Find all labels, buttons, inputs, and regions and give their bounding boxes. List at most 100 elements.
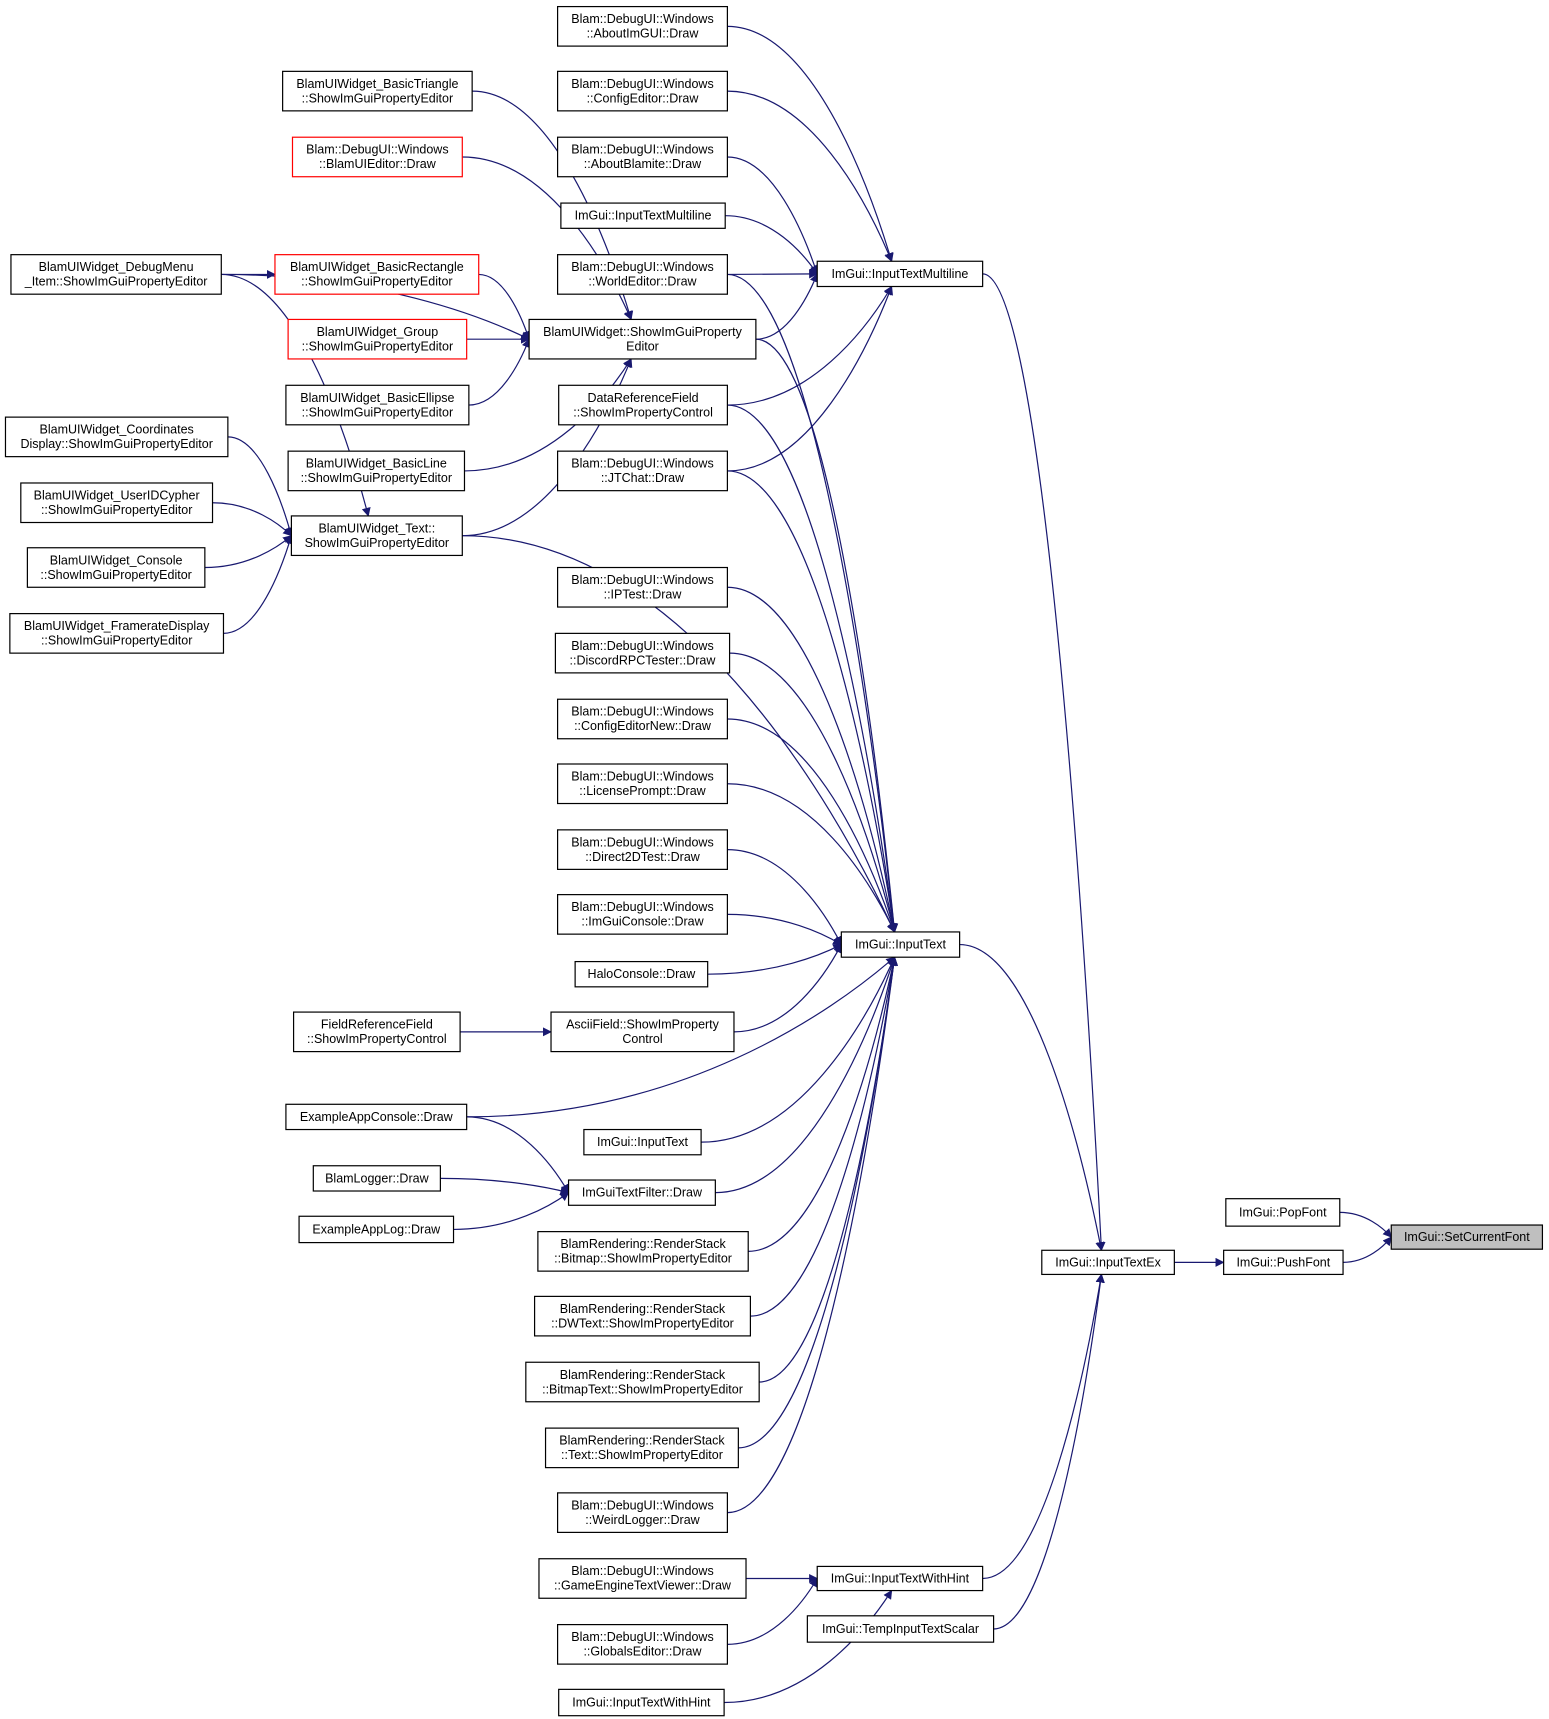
node-basicrectangle[interactable]: BlamUIWidget_BasicRectangle::ShowImGuiPr… bbox=[274, 254, 480, 295]
edge-popfont-to-setcurrentfont bbox=[1339, 1211, 1392, 1238]
node-iptest[interactable]: Blam::DebugUI::Windows::IPTest::Draw bbox=[556, 566, 728, 608]
node-label: BlamRendering::RenderStack bbox=[559, 1434, 725, 1448]
node-inputtext[interactable]: ImGui::InputText bbox=[840, 931, 961, 958]
node-label: BlamUIWidget_BasicRectangle bbox=[290, 260, 464, 274]
node-inputtextmultiline[interactable]: ImGui::InputTextMultiline bbox=[816, 260, 984, 288]
node-label: ImGuiTextFilter::Draw bbox=[582, 1186, 703, 1200]
edge-haloconsole-to-inputtext bbox=[707, 944, 843, 975]
node-tempinputtextscalar[interactable]: ImGui::TempInputTextScalar bbox=[806, 1615, 995, 1643]
node-exampleappconsole[interactable]: ExampleAppConsole::Draw bbox=[285, 1103, 468, 1131]
node-box bbox=[290, 515, 463, 557]
node-imguitextfilter[interactable]: ImGuiTextFilter::Draw bbox=[567, 1179, 716, 1206]
node-coordsdisplay[interactable]: BlamUIWidget_CoordinatesDisplay::ShowImG… bbox=[4, 416, 229, 458]
node-label: ImGui::InputTextMultiline bbox=[575, 209, 712, 223]
node-widgettext[interactable]: BlamUIWidget_Text::ShowImGuiPropertyEdit… bbox=[290, 515, 463, 557]
node-weirdlogger[interactable]: Blam::DebugUI::Windows::WeirdLogger::Dra… bbox=[556, 1492, 728, 1533]
edge-framerate-to-widgettext bbox=[223, 534, 294, 634]
node-label: BlamUIWidget_Console bbox=[50, 553, 183, 567]
node-configeditornew[interactable]: Blam::DebugUI::Windows::ConfigEditorNew:… bbox=[556, 698, 728, 740]
node-jtchat[interactable]: Blam::DebugUI::Windows::JTChat::Draw bbox=[556, 450, 728, 492]
node-box bbox=[558, 384, 728, 426]
edge-tempinputtextscalar-to-inputtextex bbox=[993, 1273, 1105, 1630]
node-label: BlamUIWidget_Text:: bbox=[318, 521, 435, 535]
edge-licenseprompt-to-inputtext bbox=[727, 783, 896, 933]
node-box bbox=[583, 1128, 702, 1156]
node-box bbox=[533, 1295, 751, 1337]
node-discordrpc[interactable]: Blam::DebugUI::Windows::DiscordRPCTester… bbox=[554, 632, 731, 674]
node-label: ImGui::InputTextWithHint bbox=[831, 1571, 970, 1585]
node-showimguiprop[interactable]: BlamUIWidget::ShowImGuiPropertyEditor bbox=[528, 318, 757, 360]
node-box bbox=[556, 136, 728, 178]
node-useridcypher[interactable]: BlamUIWidget_UserIDCypher::ShowImGuiProp… bbox=[20, 482, 214, 524]
node-rsbitmap[interactable]: BlamRendering::RenderStack::Bitmap::Show… bbox=[537, 1231, 749, 1272]
node-inputtextwithhint[interactable]: ImGui::InputTextWithHint bbox=[816, 1565, 984, 1592]
node-aboutblamite[interactable]: Blam::DebugUI::Windows::AboutBlamite::Dr… bbox=[556, 136, 728, 178]
node-rstext[interactable]: BlamRendering::RenderStack::Text::ShowIm… bbox=[544, 1427, 739, 1469]
node-label: BlamUIWidget_Coordinates bbox=[40, 423, 194, 437]
node-box bbox=[806, 1615, 995, 1643]
node-debugmenuitem[interactable]: BlamUIWidget_DebugMenu_Item::ShowImGuiPr… bbox=[10, 254, 222, 295]
node-inputtextmultiline2[interactable]: ImGui::InputTextMultiline bbox=[560, 202, 726, 229]
node-framerate[interactable]: BlamUIWidget_FramerateDisplay::ShowImGui… bbox=[9, 613, 225, 654]
node-aboutimgui[interactable]: Blam::DebugUI::Windows::AboutImGUI::Draw bbox=[556, 5, 728, 47]
node-box bbox=[556, 254, 728, 295]
node-label: BlamUIWidget_DebugMenu bbox=[39, 260, 194, 274]
node-label: ::Direct2DTest::Draw bbox=[585, 850, 701, 864]
node-imguiconsole[interactable]: Blam::DebugUI::Windows::ImGuiConsole::Dr… bbox=[556, 894, 728, 935]
node-licenseprompt[interactable]: Blam::DebugUI::Windows::LicensePrompt::D… bbox=[556, 763, 728, 805]
node-blamuieditor[interactable]: Blam::DebugUI::Windows::BlamUIEditor::Dr… bbox=[291, 136, 463, 178]
node-box bbox=[816, 260, 984, 288]
node-worldeditor[interactable]: Blam::DebugUI::Windows::WorldEditor::Dra… bbox=[556, 254, 728, 295]
edge-configeditor-to-inputtextmultiline bbox=[727, 90, 893, 263]
node-inputtext2[interactable]: ImGui::InputText bbox=[583, 1128, 702, 1156]
node-box bbox=[10, 254, 222, 295]
node-basicellipse[interactable]: BlamUIWidget_BasicEllipse::ShowImGuiProp… bbox=[285, 384, 470, 426]
node-fieldreffield[interactable]: FieldReferenceField::ShowImPropertyContr… bbox=[292, 1011, 461, 1053]
node-label: Blam::DebugUI::Windows bbox=[571, 639, 713, 653]
node-basictriangle[interactable]: BlamUIWidget_BasicTriangle::ShowImGuiPro… bbox=[282, 70, 473, 112]
node-pushfont[interactable]: ImGui::PushFont bbox=[1223, 1249, 1344, 1276]
node-blamlogger[interactable]: BlamLogger::Draw bbox=[312, 1165, 441, 1192]
node-popfont[interactable]: ImGui::PopFont bbox=[1225, 1198, 1341, 1227]
node-box bbox=[4, 416, 229, 458]
node-globalseditor[interactable]: Blam::DebugUI::Windows::GlobalsEditor::D… bbox=[556, 1623, 728, 1665]
node-exampleapplog[interactable]: ExampleAppLog::Draw bbox=[298, 1215, 455, 1244]
node-rsbitmaptext[interactable]: BlamRendering::RenderStack::BitmapText::… bbox=[525, 1361, 760, 1403]
node-gameenginetext[interactable]: Blam::DebugUI::Windows::GameEngineTextVi… bbox=[538, 1558, 747, 1599]
node-asciifield[interactable]: AsciiField::ShowImPropertyControl bbox=[550, 1011, 735, 1053]
edge-rsbitmaptext-to-inputtext bbox=[759, 956, 898, 1383]
node-box bbox=[537, 1231, 749, 1272]
node-group[interactable]: BlamUIWidget_Group::ShowImGuiPropertyEdi… bbox=[287, 318, 468, 360]
node-setcurrentfont[interactable]: ImGui::SetCurrentFont bbox=[1390, 1224, 1544, 1250]
node-label: Blam::DebugUI::Windows bbox=[571, 835, 713, 849]
node-label: ::DiscordRPCTester::Draw bbox=[570, 653, 717, 667]
node-label: ImGui::PopFont bbox=[1239, 1205, 1327, 1219]
edge-weirdlogger-to-inputtext bbox=[727, 956, 898, 1514]
edge-aboutimgui-to-inputtextmultiline bbox=[727, 25, 894, 263]
node-basicline[interactable]: BlamUIWidget_BasicLine::ShowImGuiPropert… bbox=[287, 450, 466, 492]
node-configeditor[interactable]: Blam::DebugUI::Windows::ConfigEditor::Dr… bbox=[556, 70, 728, 112]
node-box bbox=[9, 613, 225, 654]
edge-datareffield-to-inputtext bbox=[727, 404, 898, 933]
edge-widgetconsole-to-widgettext bbox=[204, 535, 293, 569]
node-box bbox=[550, 1011, 735, 1053]
node-label: ::GameEngineTextViewer::Draw bbox=[554, 1579, 732, 1593]
edge-exampleappconsole-to-imguitextfilter bbox=[466, 1116, 570, 1194]
node-inputtextwithhint2[interactable]: ImGui::InputTextWithHint bbox=[558, 1688, 725, 1717]
node-box bbox=[1225, 1198, 1341, 1227]
node-label: ImGui::InputTextEx bbox=[1055, 1255, 1161, 1269]
node-haloconsole[interactable]: HaloConsole::Draw bbox=[574, 960, 709, 988]
node-box bbox=[312, 1165, 441, 1192]
node-label: Display::ShowImGuiPropertyEditor bbox=[20, 437, 212, 451]
edge-discordrpc-to-inputtext bbox=[729, 652, 897, 933]
node-datareffield[interactable]: DataReferenceField::ShowImPropertyContro… bbox=[558, 384, 728, 426]
node-label: Blam::DebugUI::Windows bbox=[571, 143, 713, 157]
edge-basicline-to-showimguiprop bbox=[464, 358, 632, 472]
node-direct2dtest[interactable]: Blam::DebugUI::Windows::Direct2DTest::Dr… bbox=[556, 829, 728, 870]
edge-blamuieditor-to-showimguiprop bbox=[462, 156, 632, 321]
node-rsdwtext[interactable]: BlamRendering::RenderStack::DWText::Show… bbox=[533, 1295, 751, 1337]
node-label: Blam::DebugUI::Windows bbox=[571, 705, 713, 719]
node-inputtextex[interactable]: ImGui::InputTextEx bbox=[1041, 1249, 1175, 1276]
node-widgetconsole[interactable]: BlamUIWidget_Console::ShowImGuiPropertyE… bbox=[26, 547, 206, 588]
